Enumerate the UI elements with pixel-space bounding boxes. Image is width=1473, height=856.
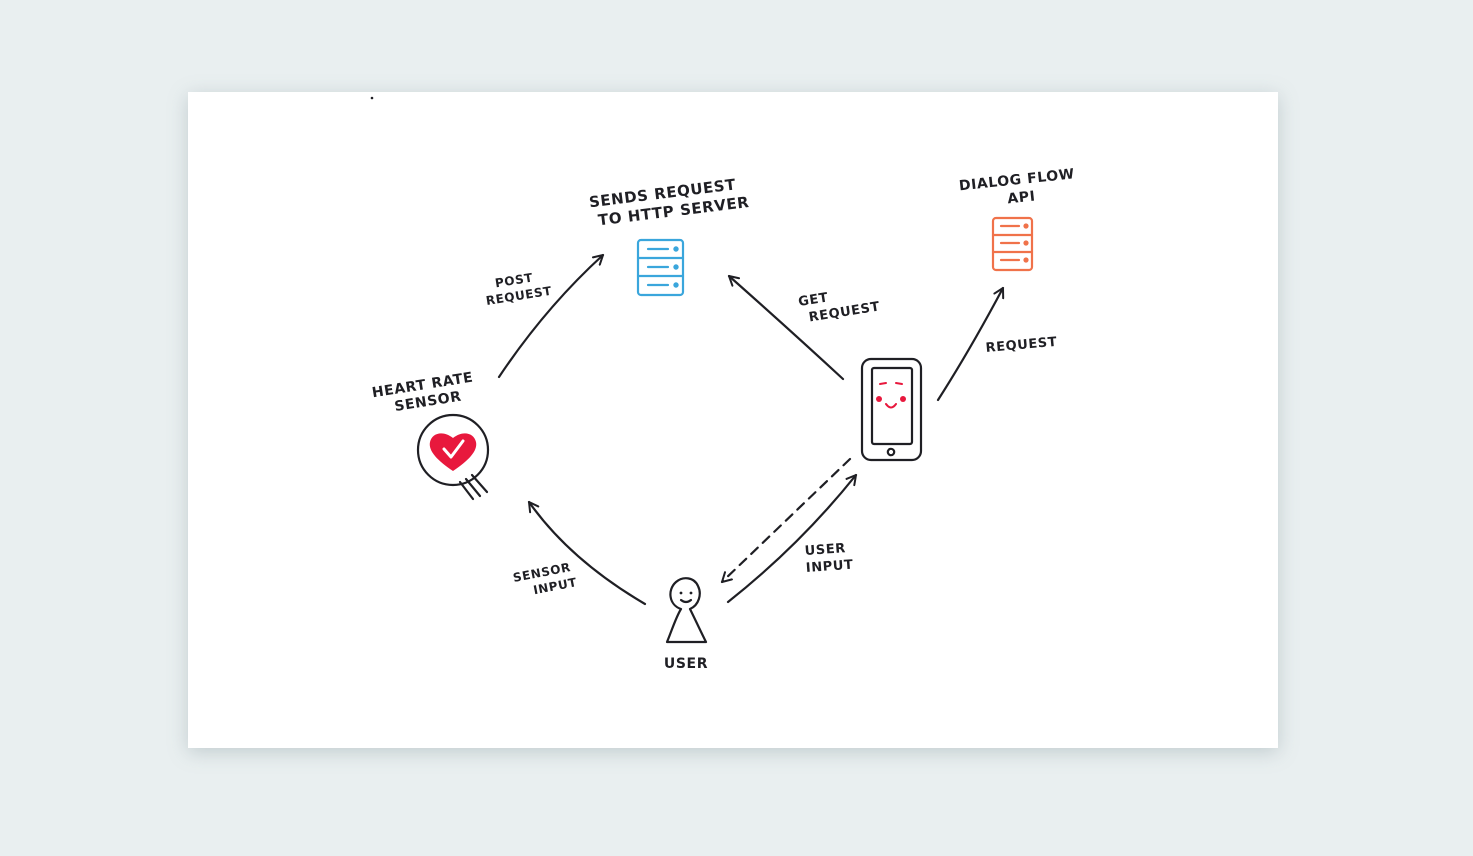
edge-request: REQUEST [936,286,1058,402]
flow-diagram: SENDS REQUEST TO HTTP SERVER DIALOG FLOW… [370,96,1083,672]
user-input-label-line-1: USER [804,541,846,559]
post-request-label-line-1: POST [494,270,534,290]
sensor-input-label: SENSOR INPUT [512,559,580,601]
dialogflow-server-icon [991,216,1034,272]
heart-rate-sensor-icon [416,413,490,501]
check-icon [442,439,465,459]
http-server-node: SENDS REQUEST TO HTTP SERVER [588,174,750,297]
edge-get-request: GET REQUEST [727,274,881,381]
request-label: REQUEST [985,335,1058,356]
user-input-label-line-2: INPUT [805,558,854,576]
edge-post-request: POST REQUEST [482,253,605,379]
http-server-label: SENDS REQUEST TO HTTP SERVER [588,174,750,230]
post-request-arrow [497,253,605,379]
user-label: USER [664,656,708,672]
user-icon [665,577,708,644]
user-input-arrow [726,473,858,604]
post-request-label: POST REQUEST [482,268,553,308]
get-request-arrow [727,274,845,381]
request-arrow [936,286,1005,402]
dialogflow-label: DIALOG FLOW API [958,166,1083,213]
diagram-canvas: SENDS REQUEST TO HTTP SERVER DIALOG FLOW… [188,92,1278,748]
get-request-label-line-1: GET [797,290,829,310]
phone-response-dashed-arrow [720,457,852,584]
http-server-icon [636,238,685,297]
edge-user-input: USER INPUT [726,473,858,604]
sensor-input-arrow [527,500,647,606]
phone-face-icon [876,382,906,409]
edge-sensor-input: SENSOR INPUT [512,500,647,606]
stray-dot [370,96,374,100]
edge-phone-response-dashed [720,457,852,584]
dialogflow-node: DIALOG FLOW API [958,166,1083,272]
user-node: USER [664,577,708,672]
user-input-label: USER INPUT [804,541,854,576]
phone-node [860,357,923,462]
phone-icon [860,357,923,462]
get-request-label: GET REQUEST [797,283,881,327]
sensor-label: HEART RATE SENSOR [371,369,483,418]
heart-rate-sensor-node: HEART RATE SENSOR [371,369,490,501]
dialogflow-label-line-2: API [1007,188,1037,207]
